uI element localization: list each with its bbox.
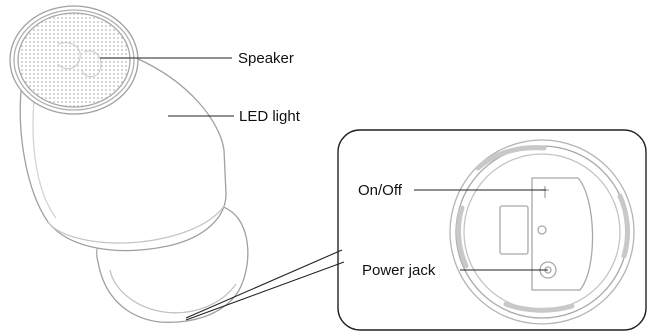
- on-off-label: On/Off: [358, 182, 403, 199]
- power-jack-label: Power jack: [362, 262, 436, 279]
- inset-callout: [185, 129, 647, 331]
- leader-lines: [100, 57, 548, 271]
- led-light-label: LED light: [239, 108, 301, 125]
- zoom-line-upper: [185, 249, 343, 319]
- speaker-grille: [9, 5, 139, 115]
- device-illustration: [9, 5, 249, 323]
- base-bottom-view: [449, 139, 635, 325]
- inset-border: [337, 129, 647, 331]
- speaker-label: Speaker: [238, 50, 294, 67]
- zoom-line-lower: [185, 261, 345, 321]
